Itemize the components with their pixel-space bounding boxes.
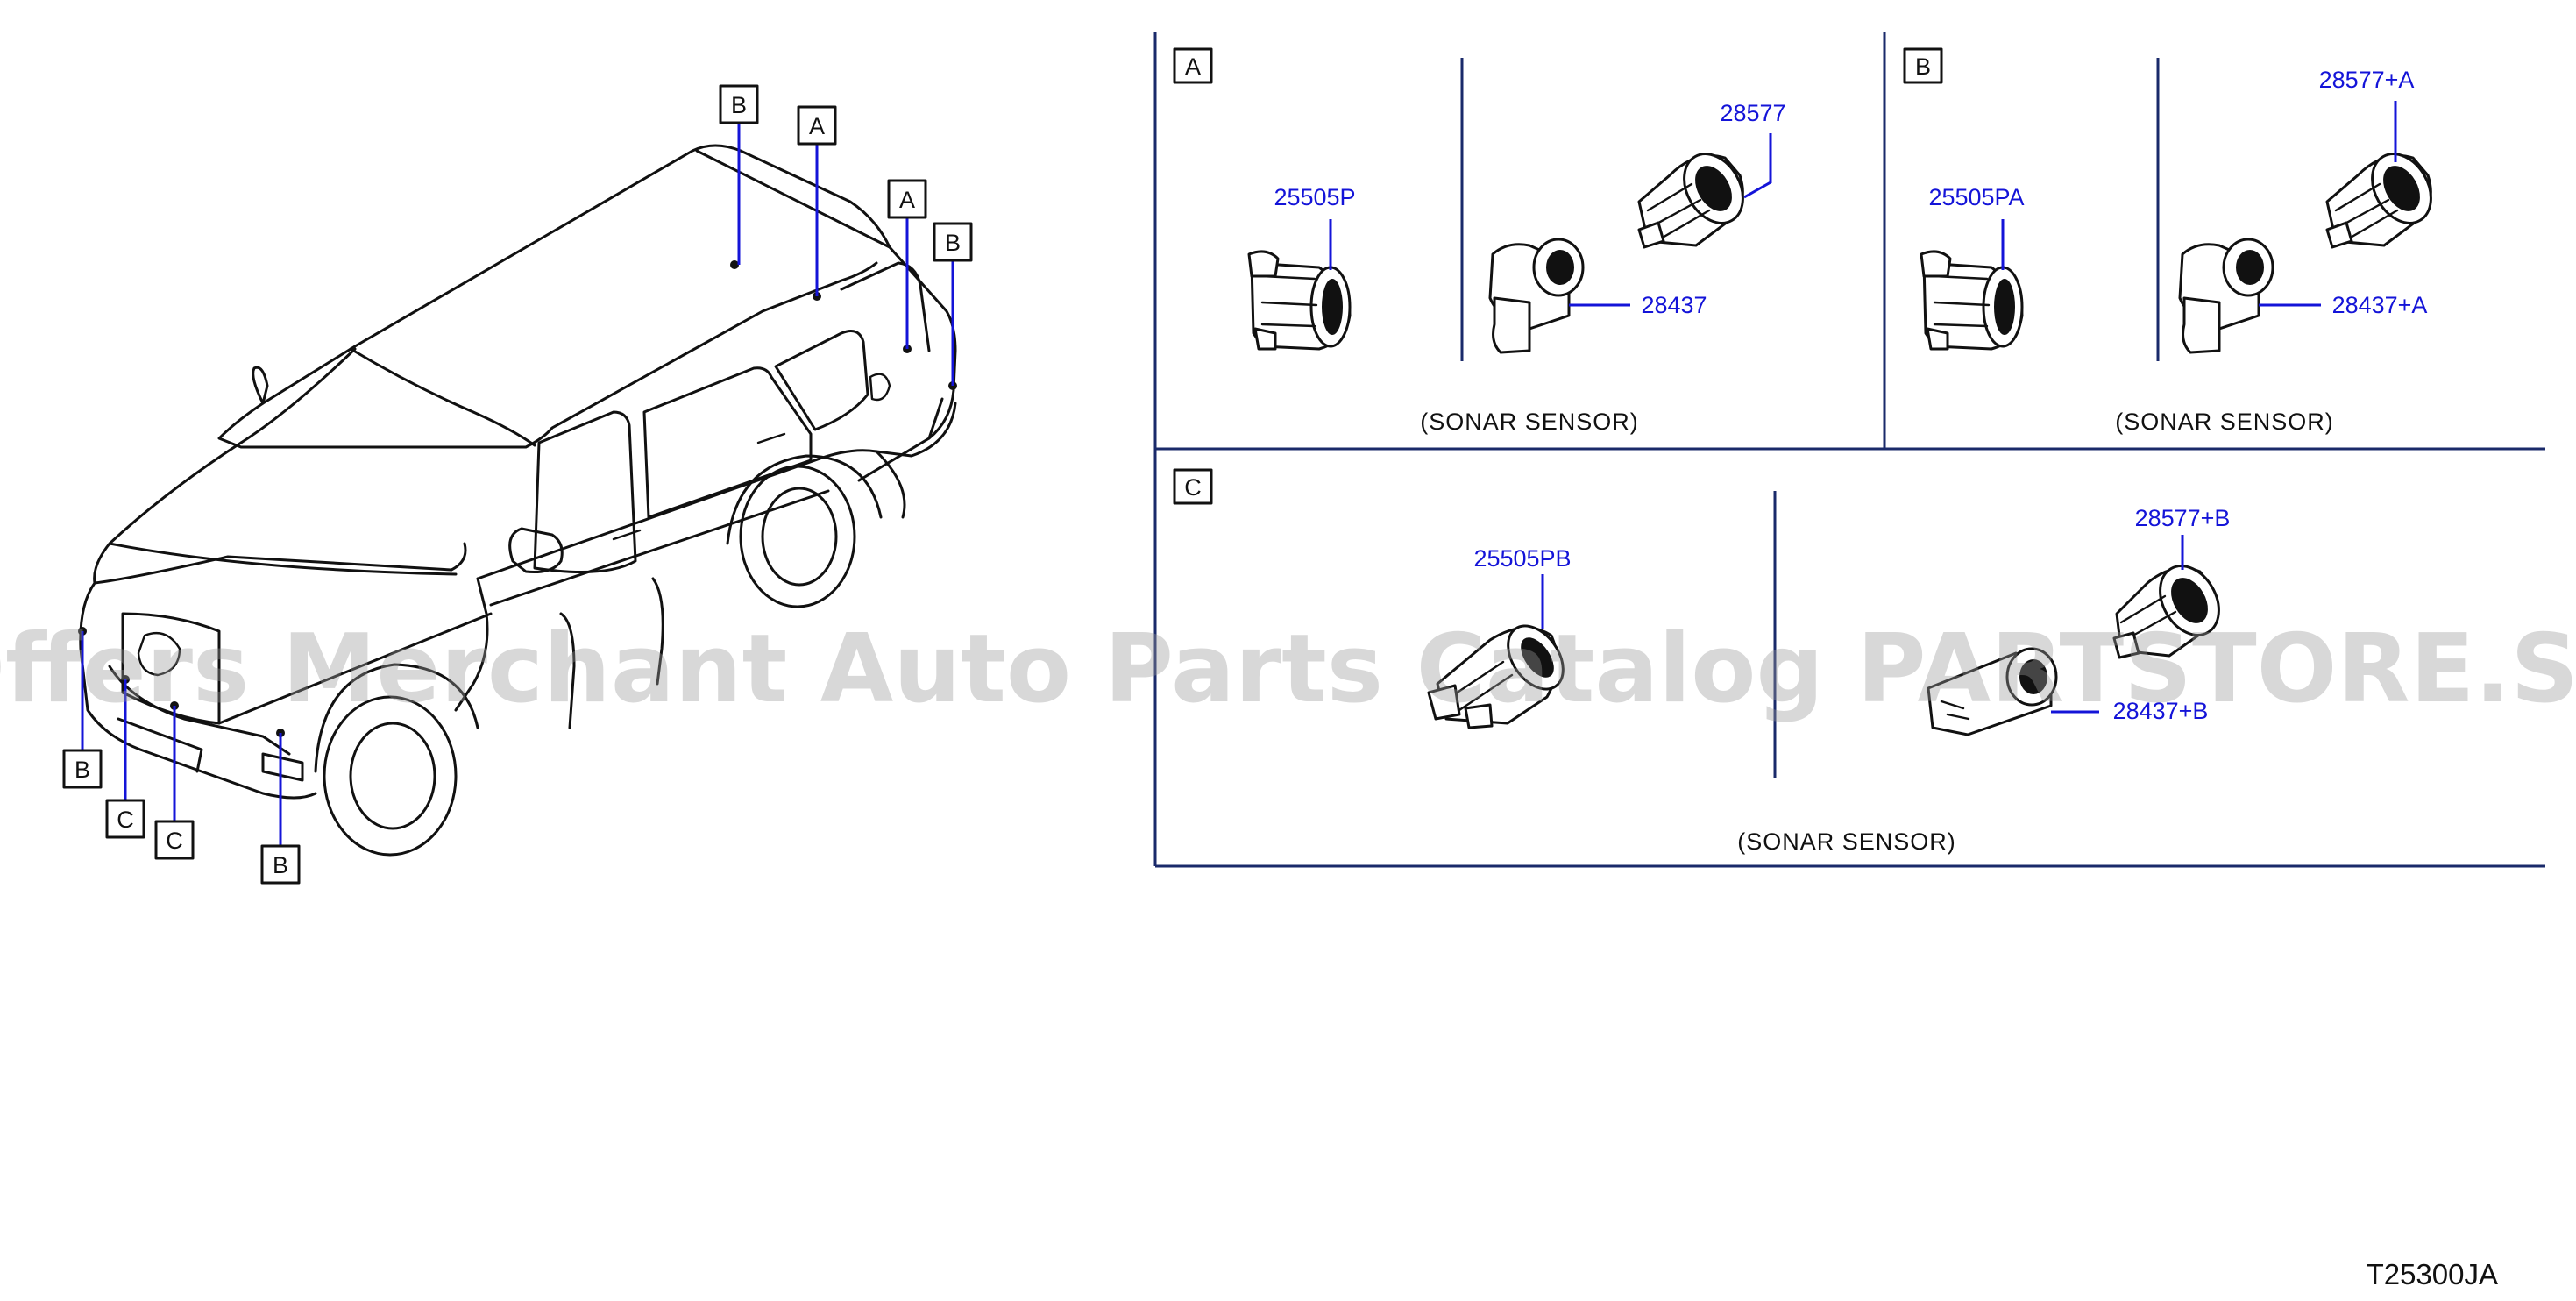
part-number-25505p[interactable]: 25505P — [1274, 184, 1355, 210]
part-number-25505pa[interactable]: 25505PA — [1928, 184, 2024, 210]
panel-c-caption: (SONAR SENSOR) — [1737, 828, 1956, 855]
callout-box-b-front-right: B — [260, 844, 301, 885]
svg-text:A: A — [899, 187, 915, 213]
svg-text:B: B — [273, 852, 288, 878]
sensor-assembly-icon — [1247, 250, 1352, 351]
svg-text:B: B — [731, 92, 747, 118]
panel-frames — [1153, 32, 2545, 868]
part-number-28437-a[interactable]: 28437+A — [2332, 292, 2428, 318]
svg-text:B: B — [1915, 53, 1931, 80]
panel-b: B 25505PA 28577+A 28437+A — [1903, 47, 2432, 435]
callout-box-a-roof: A — [797, 105, 837, 146]
panel-a-letter-box: A — [1173, 47, 1213, 84]
panel-a: A 25505P 28577 2 — [1173, 47, 1786, 435]
svg-text:C: C — [166, 828, 183, 854]
sensor-grommet-icon — [1927, 647, 2058, 736]
callout-box-a-rear: A — [887, 179, 927, 219]
callout-box-b-front-left: B — [62, 749, 103, 789]
svg-text:A: A — [1185, 53, 1201, 80]
callout-box-c-front-1: C — [105, 799, 145, 839]
part-number-28577-b[interactable]: 28577+B — [2135, 505, 2231, 531]
sensor-assembly-icon — [1920, 250, 2024, 351]
svg-text:A: A — [809, 113, 825, 139]
svg-text:B: B — [945, 230, 961, 256]
svg-text:C: C — [117, 807, 134, 833]
svg-text:B: B — [75, 757, 90, 783]
panel-c: C 25505PB 28577+B 28437+B — [1173, 468, 2231, 855]
panel-b-caption: (SONAR SENSOR) — [2115, 409, 2334, 435]
callout-box-c-front-2: C — [154, 820, 195, 860]
callout-box-b-rear: B — [933, 222, 973, 262]
sensor-bracket-icon — [1637, 153, 1744, 249]
part-number-28437-b[interactable]: 28437+B — [2113, 698, 2209, 724]
sensor-assembly-icon — [1427, 624, 1565, 729]
svg-text:C: C — [1184, 474, 1202, 501]
panel-a-caption: (SONAR SENSOR) — [1420, 409, 1639, 435]
part-number-25505pb[interactable]: 25505PB — [1473, 545, 1571, 572]
sensor-grommet-icon — [2178, 238, 2274, 354]
vehicle-illustration — [78, 123, 957, 857]
part-number-28577-a[interactable]: 28577+A — [2319, 67, 2415, 93]
panel-b-letter-box: B — [1903, 47, 1943, 84]
part-number-28577[interactable]: 28577 — [1720, 100, 1785, 126]
part-number-28437[interactable]: 28437 — [1641, 292, 1707, 318]
sensor-bracket-icon — [2112, 565, 2220, 659]
sensor-grommet-icon — [1488, 238, 1585, 354]
panel-c-letter-box: C — [1173, 468, 1213, 505]
callout-box-b-roof: B — [719, 84, 759, 124]
watermark-text: Offers Merchant Auto Parts Catalog PARTS… — [0, 615, 2576, 724]
sensor-bracket-icon — [2325, 153, 2432, 249]
diagram-code: T25300JA — [2367, 1258, 2498, 1290]
